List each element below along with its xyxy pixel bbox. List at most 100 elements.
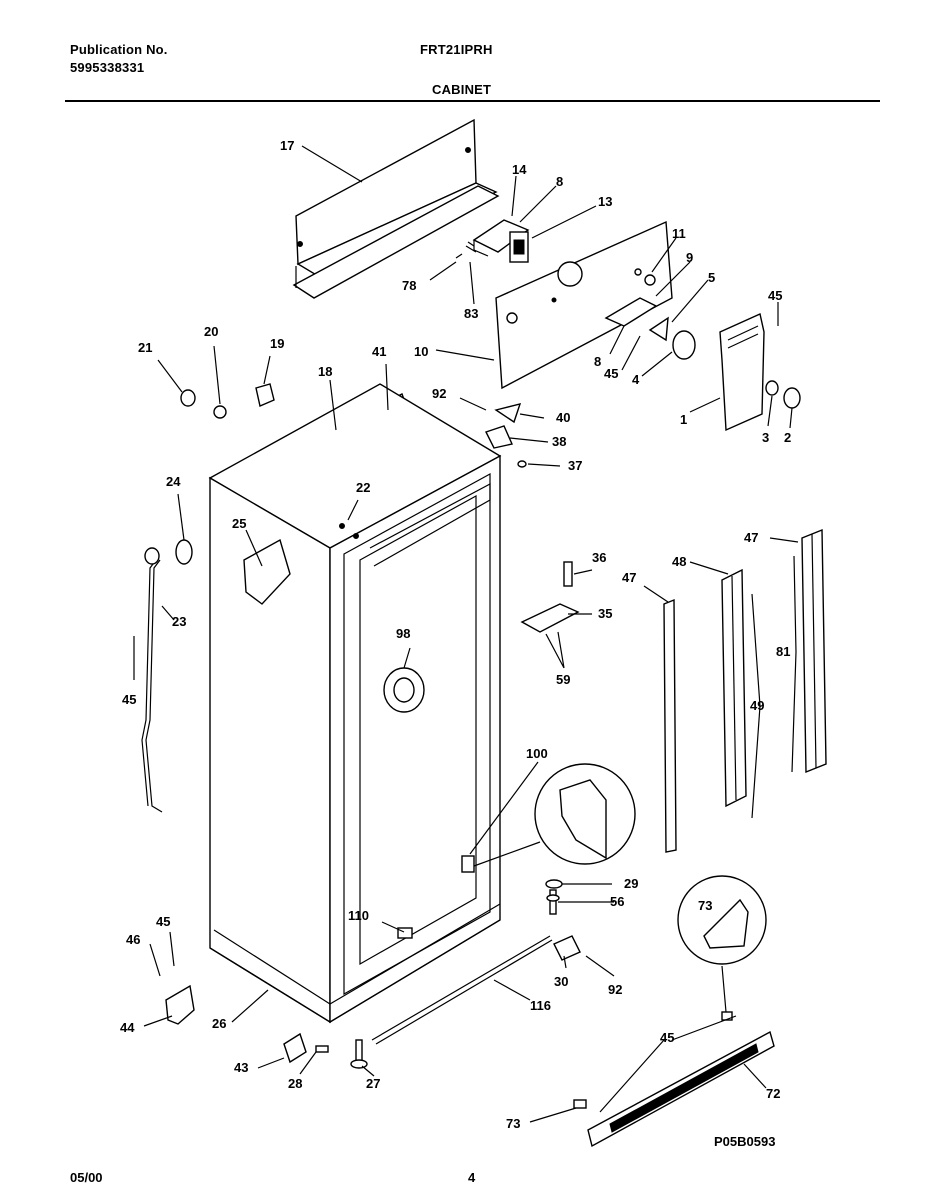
callout-38: 38 — [552, 434, 566, 449]
callout-8-mid: 8 — [594, 354, 601, 369]
part-5-fan-blade — [648, 316, 669, 342]
part-23-tube — [141, 547, 163, 813]
callout-18: 18 — [318, 364, 332, 379]
callout-40: 40 — [556, 410, 570, 425]
footer-page-number: 4 — [468, 1170, 476, 1185]
part-4-fan-motor — [672, 330, 696, 360]
callout-92-top: 92 — [432, 386, 446, 401]
callout-10: 10 — [414, 344, 428, 359]
callout-49: 49 — [750, 698, 764, 713]
publication-number: 5995338331 — [70, 60, 145, 75]
callout-47-right: 47 — [744, 530, 758, 545]
callout-43: 43 — [234, 1060, 248, 1075]
callout-45-grille: 45 — [660, 1030, 674, 1045]
part-78-83-screws — [455, 241, 477, 259]
callout-24: 24 — [166, 474, 181, 489]
callout-2: 2 — [784, 430, 791, 445]
callout-45-fan: 45 — [604, 366, 618, 381]
callout-46: 46 — [126, 932, 140, 947]
callout-21: 21 — [138, 340, 152, 355]
part-38-hinge — [485, 425, 513, 449]
part-110-clip — [397, 927, 413, 939]
callout-20: 20 — [204, 324, 218, 339]
part-43-block — [283, 1032, 307, 1064]
callout-26: 26 — [212, 1016, 226, 1031]
part-30-bracket — [553, 935, 581, 961]
leader-lines — [133, 145, 799, 1123]
part-27-leveler — [350, 1039, 368, 1069]
part-81-strip — [801, 528, 827, 774]
footer-date: 05/00 — [70, 1170, 103, 1185]
part-47-strip-left — [663, 598, 677, 853]
part-3-washer — [765, 380, 779, 396]
callout-28: 28 — [288, 1076, 302, 1091]
part-44-hinge — [165, 984, 195, 1025]
part-10-control-plate — [495, 220, 673, 390]
callout-13: 13 — [598, 194, 612, 209]
part-98-grommet — [383, 667, 425, 713]
callout-48: 48 — [672, 554, 686, 569]
callout-4: 4 — [632, 372, 640, 387]
part-116-rod — [371, 935, 553, 1045]
callout-83: 83 — [464, 306, 478, 321]
callout-11: 11 — [672, 226, 686, 241]
callout-72: 72 — [766, 1086, 780, 1101]
callout-45-left: 45 — [122, 692, 136, 707]
callout-36: 36 — [592, 550, 606, 565]
callout-41: 41 — [372, 344, 386, 359]
callout-45-top: 45 — [768, 288, 782, 303]
callout-37: 37 — [568, 458, 582, 473]
part-56-pin — [546, 889, 560, 915]
callout-44: 44 — [120, 1020, 135, 1035]
part-24-ring — [175, 539, 193, 565]
callout-14: 14 — [512, 162, 527, 177]
callout-92-bottom: 92 — [608, 982, 622, 997]
part-20-nut — [213, 405, 227, 419]
callout-73-detail: 73 — [698, 898, 712, 913]
callout-110: 110 — [348, 908, 369, 923]
part-21-plug — [180, 389, 196, 407]
callout-100: 100 — [526, 746, 548, 761]
part-25-bracket — [243, 538, 291, 605]
callout-5: 5 — [708, 270, 715, 285]
callout-27: 27 — [366, 1076, 380, 1091]
callout-9: 9 — [686, 250, 693, 265]
part-40-hinge-cover — [494, 403, 522, 424]
part-100-detail — [461, 763, 636, 873]
part-17-top-cover — [292, 118, 500, 299]
header-rule — [65, 100, 880, 102]
callout-23: 23 — [172, 614, 186, 629]
part-35-hinge — [520, 603, 580, 633]
callout-78: 78 — [402, 278, 416, 293]
part-73-detail — [677, 875, 767, 965]
callout-59: 59 — [556, 672, 570, 687]
callout-47-left: 47 — [622, 570, 636, 585]
diagram-code: P05B0593 — [714, 1134, 775, 1149]
cabinet-shell — [208, 383, 502, 1024]
section-title: CABINET — [432, 82, 492, 97]
part-48-strip — [721, 568, 747, 808]
part-28-screw — [315, 1045, 329, 1053]
part-9-fan-bracket — [604, 297, 658, 327]
part-37-pin — [517, 460, 527, 468]
part-29-washer — [545, 879, 563, 889]
callout-17: 17 — [280, 138, 294, 153]
part-72-grille — [587, 1030, 775, 1148]
callout-81: 81 — [776, 644, 790, 659]
callout-8-top: 8 — [556, 174, 563, 189]
callout-19: 19 — [270, 336, 284, 351]
callout-22: 22 — [356, 480, 370, 495]
publication-label: Publication No. — [70, 42, 168, 57]
part-13-thermostat — [509, 231, 529, 263]
callout-45-hinge: 45 — [156, 914, 170, 929]
callout-116: 116 — [530, 998, 551, 1013]
callout-labels: 17 14 8 13 11 9 5 45 78 83 10 8 45 4 1 3… — [120, 138, 791, 1131]
callout-73-bottom: 73 — [506, 1116, 520, 1131]
callout-30: 30 — [554, 974, 568, 989]
part-19-spacer — [255, 383, 275, 407]
callout-98: 98 — [396, 626, 410, 641]
part-36-pin — [563, 561, 573, 587]
callout-56: 56 — [610, 894, 624, 909]
callout-29: 29 — [624, 876, 638, 891]
